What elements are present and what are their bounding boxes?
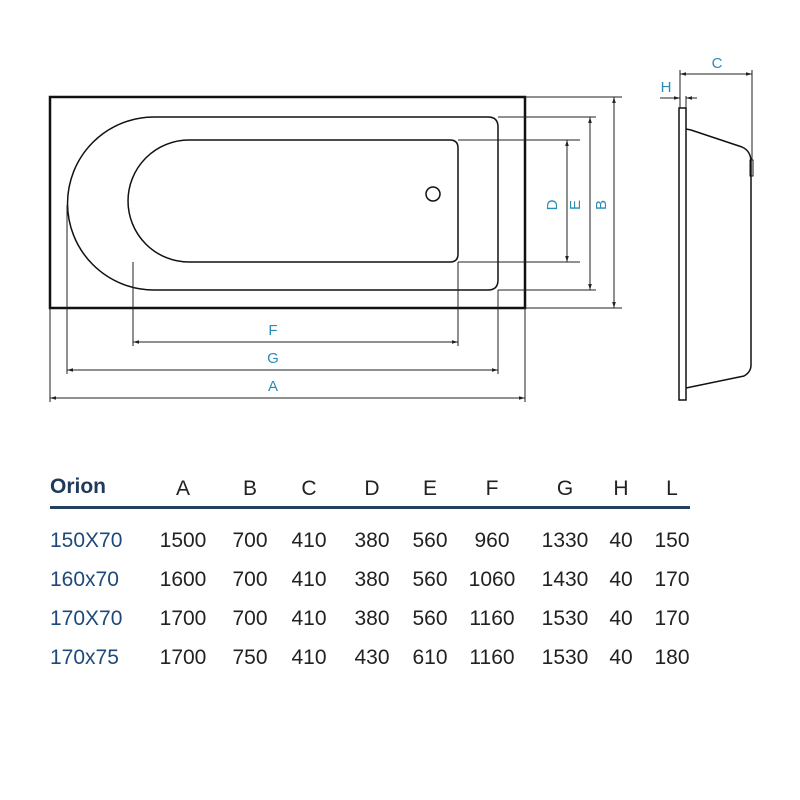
column-header-b: B [242, 477, 258, 500]
table-cell: 430 [354, 646, 390, 669]
table-cell: 960 [474, 529, 510, 552]
table-cell: 560 [412, 529, 448, 552]
table-cell: 410 [291, 529, 327, 552]
side-flange [678, 107, 687, 401]
table-cell: 40 [609, 529, 633, 552]
column-header-d: D [364, 477, 380, 500]
table-cell: 610 [412, 646, 448, 669]
table-cell: 750 [232, 646, 268, 669]
table-cell: 560 [412, 607, 448, 630]
table-cell: 170 [654, 607, 690, 630]
row-label: 170X70 [50, 607, 123, 630]
tub-basin [127, 139, 459, 263]
table-cell: 380 [354, 568, 390, 591]
column-header-h: H [613, 477, 629, 500]
table-cell: 1160 [469, 646, 515, 669]
table-cell: 410 [291, 607, 327, 630]
table-cell: 180 [654, 646, 690, 669]
column-header-l: L [666, 477, 678, 500]
table-cell: 40 [609, 607, 633, 630]
column-header-f: F [485, 477, 499, 500]
table-cell: 170 [654, 568, 690, 591]
label-c: C [712, 55, 723, 72]
row-label: 160x70 [50, 568, 119, 591]
table-cell: 1500 [159, 529, 207, 552]
label-b: B [593, 200, 610, 210]
table-cell: 1700 [159, 646, 207, 669]
side-view [678, 107, 754, 401]
label-e: E [567, 200, 584, 210]
header-rule [50, 506, 690, 509]
table-cell: 410 [291, 568, 327, 591]
column-header-c: C [301, 477, 317, 500]
table-cell: 700 [232, 568, 268, 591]
table-cell: 1600 [159, 568, 207, 591]
table-cell: 560 [412, 568, 448, 591]
table-cell: 40 [609, 646, 633, 669]
table-cell: 150 [654, 529, 690, 552]
table-cell: 380 [354, 529, 390, 552]
table-cell: 1530 [541, 646, 589, 669]
table-cell: 1060 [468, 568, 516, 591]
column-header-e: E [422, 477, 438, 500]
table-cell: 700 [232, 529, 268, 552]
column-header-g: G [556, 477, 574, 500]
label-g: G [267, 350, 279, 367]
row-label: 170x75 [50, 646, 119, 669]
label-d: D [544, 199, 561, 210]
tub-inner-rim [66, 116, 499, 291]
table-cell: 1700 [159, 607, 207, 630]
top-view [48, 95, 527, 310]
table-cell: 380 [354, 607, 390, 630]
table-cell: 40 [609, 568, 633, 591]
row-label: 150X70 [50, 529, 123, 552]
model-name: Orion [50, 475, 106, 498]
dimension-lines [49, 96, 622, 402]
label-a: A [268, 378, 278, 395]
label-h: H [661, 79, 672, 96]
label-f: F [268, 322, 277, 339]
table-cell: 1160 [469, 607, 515, 630]
side-body [685, 128, 752, 389]
table-cell: 1430 [541, 568, 589, 591]
column-header-a: A [175, 477, 191, 500]
table-cell: 1330 [541, 529, 589, 552]
table-cell: 1530 [541, 607, 589, 630]
table-cell: 700 [232, 607, 268, 630]
drain-hole [425, 186, 441, 202]
table-cell: 410 [291, 646, 327, 669]
tub-outer-rim [48, 95, 527, 310]
